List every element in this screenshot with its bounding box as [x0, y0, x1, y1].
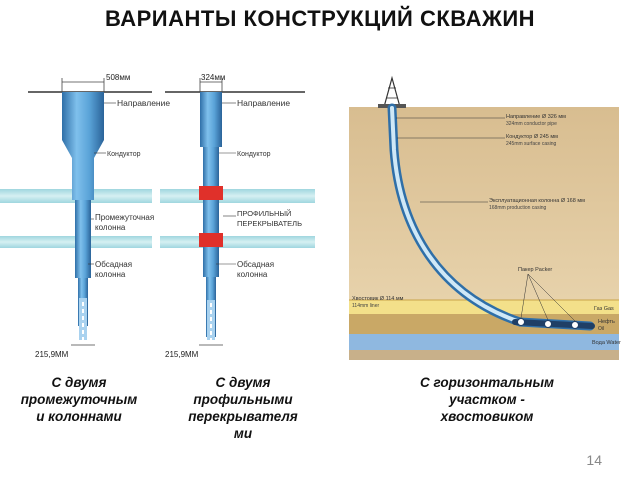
label-conductor-en: 245mm surface casing [506, 141, 557, 147]
caption-line: хвостовиком [440, 409, 534, 424]
label-production-ru: Эксплуатационная колонна Ø 168 мм [489, 198, 585, 204]
label-casing-2: колонна [237, 270, 268, 279]
caption-well-1: С двумя промежуточным и колоннами [4, 374, 154, 425]
label-gas: Газ Gas [594, 306, 614, 312]
label-oil-ru: Нефть [598, 319, 615, 325]
callout-line [520, 273, 529, 319]
well-1-diagram: 508мм 215,9ММ Направление Кондуктор Пром… [0, 73, 170, 359]
label-water: Вода Water [592, 340, 621, 346]
casing-conductor [62, 140, 104, 200]
label-oil-en: Oil [598, 326, 604, 332]
label-overlapper-1: ПРОФИЛЬНЫЙ [237, 209, 291, 218]
label-conductor-ru: Кондуктор Ø 245 мм [506, 134, 558, 140]
well-2-diagram: 324мм 215,9ММ Направление Кондуктор ПРОФ… [160, 73, 315, 359]
casing-conductor [203, 147, 219, 277]
profile-overlapper-upper [199, 186, 223, 200]
liner-section [512, 319, 595, 329]
caption-line: ми [233, 426, 253, 441]
label-overlapper-2: ПЕРЕКРЫВАТЕЛЬ [237, 219, 302, 228]
packer-marker [517, 318, 525, 326]
casing-direction [200, 92, 222, 147]
label-intermediate-2: колонна [95, 223, 126, 232]
page-number: 14 [586, 452, 602, 468]
caption-line: С двумя [51, 375, 107, 390]
label-liner-en: 114mm liner [352, 303, 379, 309]
caption-well-2: С двумя профильными перекрывателя ми [168, 374, 318, 442]
label-casing-2: колонна [95, 270, 126, 279]
caption-line: участком - [449, 392, 525, 407]
water-layer [349, 334, 619, 350]
bottom-dimension-label: 215,9ММ [165, 350, 199, 359]
caption-line: С горизонтальным [420, 375, 554, 390]
caption-line: профильными [193, 392, 293, 407]
casing-direction [62, 92, 104, 140]
label-intermediate-1: Промежуточная [95, 213, 154, 222]
slide-title: ВАРИАНТЫ КОНСТРУКЦИЙ СКВАЖИН [104, 6, 536, 31]
caption-line: и колоннами [36, 409, 122, 424]
wellbore-inner [390, 106, 592, 328]
caption-line: перекрывателя [188, 409, 298, 424]
formation-layer [160, 189, 315, 203]
packer-marker [544, 320, 552, 328]
caption-line: промежуточным [20, 392, 138, 407]
label-direction: Направление [237, 98, 290, 108]
label-casing-1: Обсадная [237, 260, 274, 269]
label-liner-ru: Хвостовик Ø 114 мм [352, 296, 404, 302]
label-production-en: 168mm production casing [489, 205, 546, 211]
label-conductor: Кондуктор [107, 151, 141, 158]
earth-bottom [349, 350, 619, 360]
label-packer: Пакер Packer [518, 267, 552, 273]
label-direction: Направление [117, 98, 170, 108]
casing-intermediate [75, 200, 91, 278]
caption-line: С двумя [215, 375, 271, 390]
label-casing-1: Обсадная [95, 260, 132, 269]
well-3-diagram: Направление Ø 326 мм 324mm conductor pip… [349, 75, 621, 360]
label-direction-ru: Направление Ø 326 мм [506, 114, 566, 120]
callout-line [527, 273, 549, 321]
sky-strip [349, 76, 619, 108]
bottom-dimension-label: 215,9ММ [35, 350, 69, 359]
oil-layer [349, 314, 619, 334]
profile-overlapper-lower [199, 233, 223, 247]
label-direction-en: 324mm conductor pipe [506, 121, 557, 127]
callout-line [527, 273, 576, 322]
packer-marker [571, 321, 579, 329]
label-conductor: Кондуктор [237, 151, 271, 158]
top-dimension-label: 324мм [201, 73, 225, 82]
top-dimension-label: 508мм [106, 73, 130, 82]
caption-well-3: С горизонтальным участком - хвостовиком [392, 374, 582, 425]
formation-layer [160, 236, 315, 248]
